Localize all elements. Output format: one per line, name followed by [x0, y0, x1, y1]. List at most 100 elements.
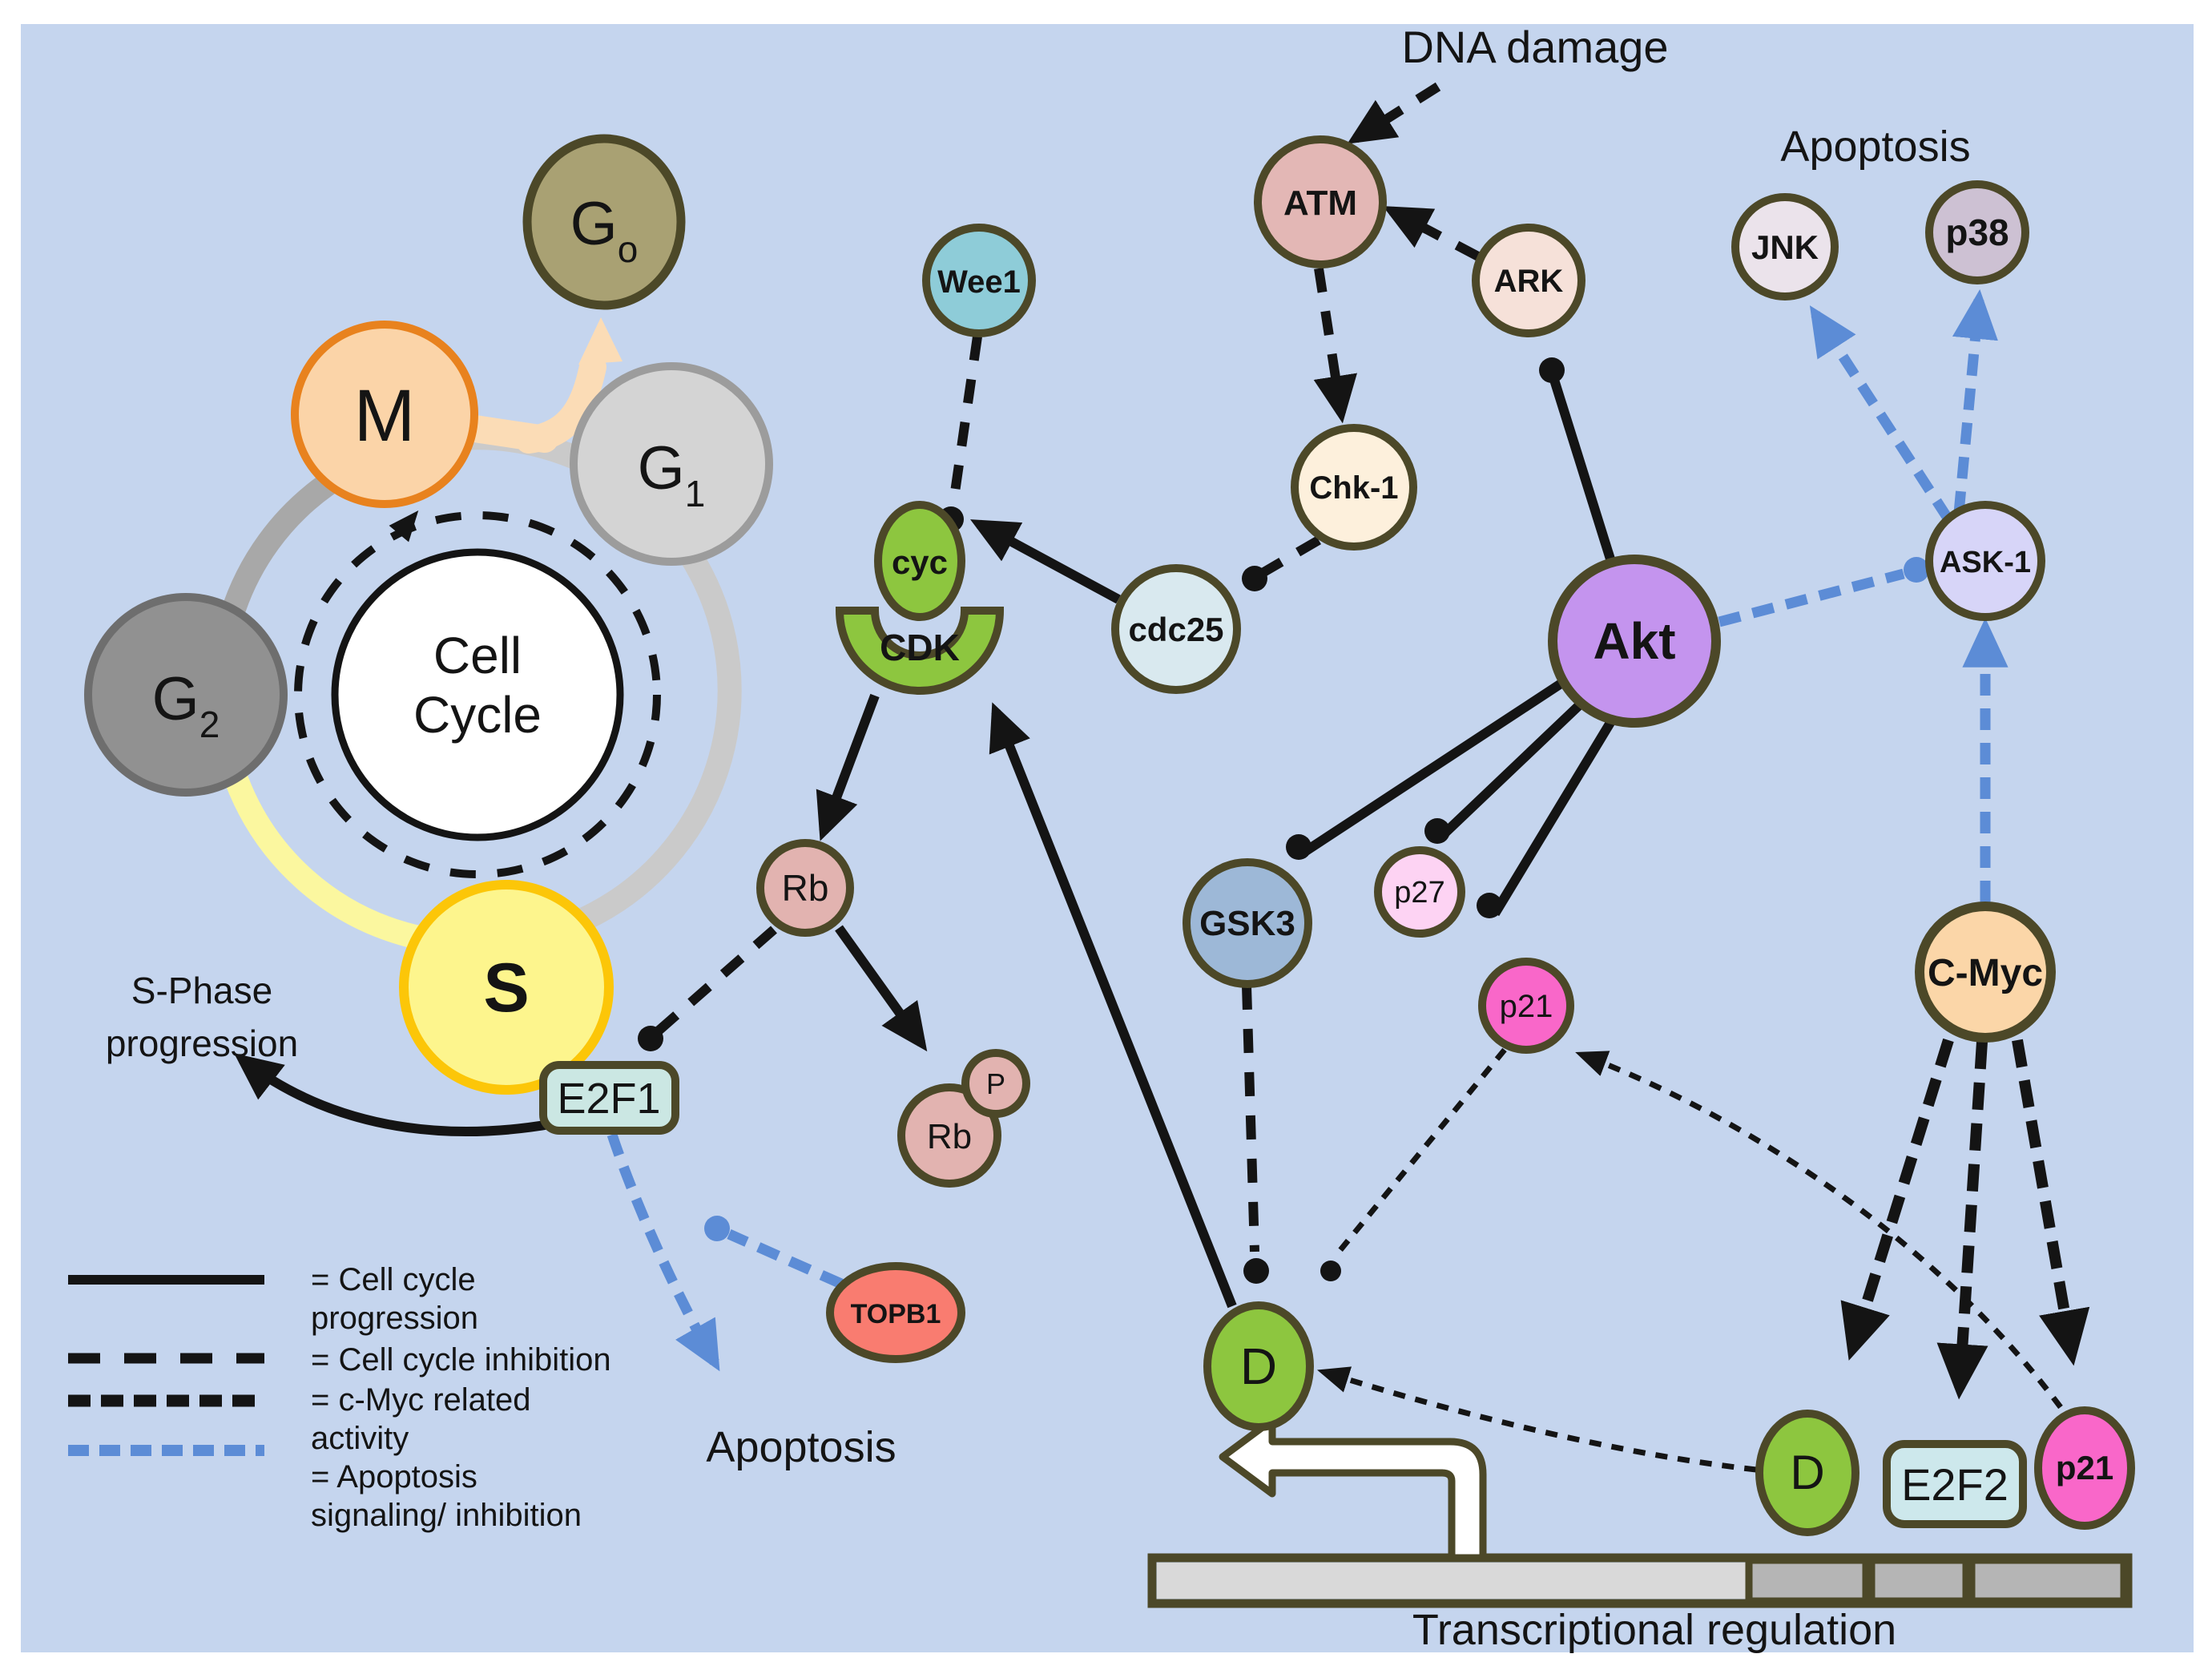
label-s: S — [483, 950, 529, 1027]
node-e2f1 — [539, 1061, 679, 1135]
edge-cmyc-to-e2f2 — [1936, 1041, 1988, 1400]
caption-s-phase-2: progression — [106, 1023, 298, 1064]
label-ark: ARK — [1494, 264, 1564, 299]
inhibit-dot-e2f1 — [638, 1026, 663, 1051]
edge-gsk3-inhibits-cyclin-d — [1242, 985, 1259, 1252]
edge-e2f1-to-s-phase — [234, 1053, 556, 1136]
bar-segment-gene-3 — [1968, 1556, 2128, 1605]
label-e2f1: E2F1 — [557, 1075, 660, 1123]
node-g2 — [84, 593, 288, 797]
legend-text-3: = Cell cycle inhibition — [311, 1342, 611, 1378]
node-cdk-cup — [835, 607, 1005, 695]
legend-text-5: activity — [311, 1421, 409, 1456]
label-m: M — [354, 375, 416, 457]
inhibit-dot-e2f1-topb1 — [704, 1216, 730, 1241]
label-topb1: TOPB1 — [851, 1299, 941, 1329]
label-chk1: Chk-1 — [1309, 470, 1398, 506]
label-p21-upper: p21 — [1500, 989, 1553, 1024]
label-e2f2: E2F2 — [1901, 1459, 2009, 1510]
node-g0 — [522, 134, 686, 310]
edge-akt-inhibits-p21 — [1490, 704, 1625, 917]
edge-d-gene-to-cyclin-d — [1316, 1366, 1757, 1473]
label-cdk: CDK — [880, 627, 960, 668]
label-cyc: cyc — [892, 543, 948, 581]
label-ask1: ASK-1 — [1940, 546, 2031, 579]
label-cell-cycle-1: Cell — [433, 627, 522, 684]
label-wee1: Wee1 — [937, 264, 1021, 300]
edges — [234, 82, 2090, 1410]
edge-e2f1-to-apoptosis — [606, 1132, 720, 1372]
g0-branch-arrowhead-icon — [578, 317, 623, 365]
canvas-background — [21, 24, 2194, 1652]
node-gsk3 — [1183, 858, 1312, 988]
inhibit-dot-cyclin-d-p21 — [1320, 1261, 1341, 1281]
node-rb — [756, 839, 854, 937]
node-p38 — [1925, 180, 2029, 284]
node-topb1 — [826, 1262, 965, 1363]
node-m — [291, 321, 478, 508]
label-atm: ATM — [1283, 184, 1357, 223]
edge-p21-gene-to-p21 — [1575, 1051, 2063, 1410]
label-g1: G1 — [638, 434, 706, 514]
node-p27 — [1374, 846, 1465, 938]
label-cdc25: cdc25 — [1128, 611, 1223, 648]
cell-cycle-center-circle — [331, 548, 624, 841]
inhibit-dot-ark — [1539, 357, 1565, 383]
label-phospho-rb: Rb — [927, 1117, 972, 1156]
node-p21-upper — [1478, 958, 1574, 1054]
legend-text-4: = c-Myc related — [311, 1382, 531, 1418]
node-akt — [1548, 555, 1721, 728]
bar-segment-promoter — [1157, 1563, 1749, 1599]
edge-topb1-inhibits-e2f1 — [727, 1229, 844, 1289]
label-p21-gene: p21 — [2056, 1449, 2113, 1486]
inhibit-dot-gsk3 — [1286, 834, 1311, 860]
label-cmyc: C-Myc — [1928, 952, 2043, 994]
edge-cdc25-to-cdk — [970, 519, 1121, 604]
node-cyclin-d — [1203, 1301, 1314, 1431]
node-phospho-rb-p-badge — [961, 1049, 1030, 1118]
inhibit-dot-cdc25 — [1242, 566, 1267, 591]
node-cmyc — [1915, 902, 2056, 1043]
transcription-start-arrow-icon — [1219, 1416, 1487, 1562]
caption-transcriptional-regulation: Transcriptional regulation — [1412, 1606, 1896, 1654]
bar-segment-gene-1 — [1745, 1556, 1870, 1605]
edge-cmyc-to-d-gene — [1840, 1038, 1954, 1361]
label-phospho-rb-p: P — [986, 1067, 1005, 1100]
cycle-direction-dashed-circle — [294, 511, 661, 878]
edge-akt-inhibits-gsk3 — [1303, 678, 1565, 856]
label-akt: Akt — [1593, 612, 1675, 670]
edge-cdk-to-rb — [816, 693, 880, 841]
node-cyc — [874, 501, 965, 621]
node-wee1 — [922, 224, 1036, 337]
node-ask1 — [1925, 501, 2045, 621]
node-e2f2 — [1883, 1440, 2027, 1528]
node-s — [399, 880, 614, 1095]
edge-dna-damage-to-atm — [1347, 82, 1441, 144]
node-phospho-rb — [897, 1083, 1001, 1188]
edge-akt-inhibits-ark — [1549, 378, 1617, 566]
label-cell-cycle-2: Cycle — [413, 686, 542, 744]
ring-m-g0-branch — [515, 353, 606, 454]
inhibit-dot-cyclin-d-gsk3 — [1243, 1258, 1269, 1284]
edge-cmyc-to-p21-gene — [2012, 1039, 2090, 1366]
edge-wee1-inhibits-cdk — [949, 336, 982, 504]
inhibit-dot-ask1 — [1904, 557, 1929, 583]
bar-border — [1147, 1553, 2133, 1608]
label-d-gene: D — [1790, 1446, 1824, 1499]
label-gsk3: GSK3 — [1199, 904, 1295, 943]
caption-apoptosis-bottom: Apoptosis — [706, 1423, 896, 1471]
inhibit-dot-p21 — [1477, 893, 1502, 918]
edge-ark-to-atm — [1382, 206, 1481, 261]
bar-segment-gene-2 — [1868, 1556, 1970, 1605]
cycle-direction-arrowhead-icon — [389, 510, 419, 543]
legend-text-6: = Apoptosis — [311, 1459, 477, 1495]
legend: = Cell cycle progression = Cell cycle in… — [68, 1262, 611, 1533]
caption-apoptosis-top: Apoptosis — [1780, 123, 1970, 171]
label-cyclin-d: D — [1240, 1337, 1277, 1395]
node-d-gene — [1755, 1410, 1859, 1536]
label-jnk: JNK — [1751, 228, 1819, 266]
caption-s-phase-1: S-Phase — [131, 970, 272, 1011]
inhibit-dot-p27 — [1424, 818, 1450, 844]
